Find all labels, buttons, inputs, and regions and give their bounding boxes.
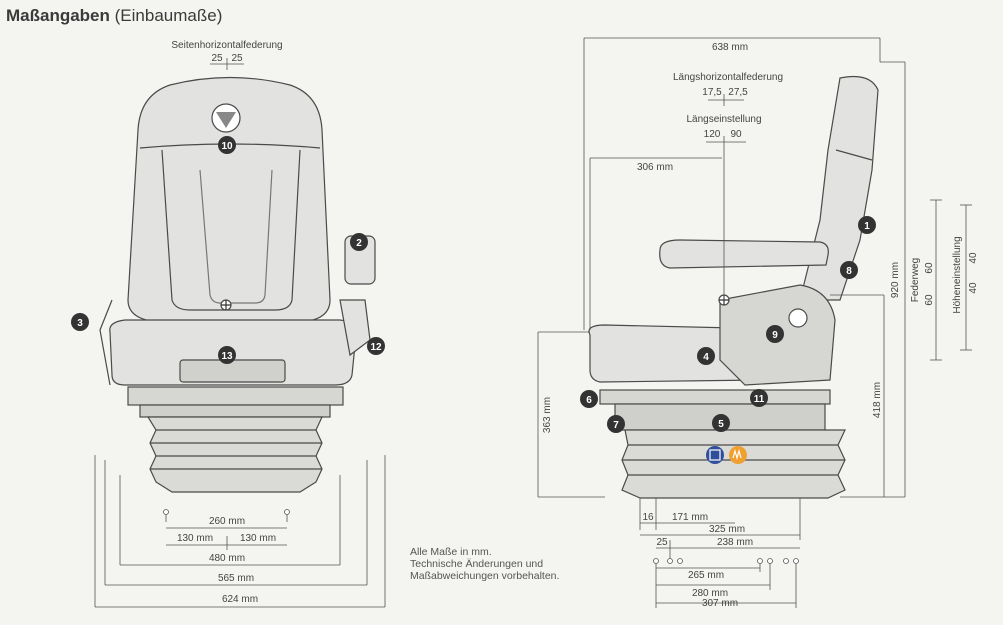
dim-260: 260 mm <box>209 516 245 527</box>
dim-624: 624 mm <box>222 594 258 605</box>
dim-638: 638 mm <box>712 42 748 53</box>
badge-11: 11 <box>750 389 768 407</box>
side-bolt-points <box>163 509 799 564</box>
badge-4: 4 <box>697 347 715 365</box>
badge-2-label: 2 <box>356 238 362 249</box>
label-laengseinstellung: Längseinstellung <box>686 114 761 125</box>
disclaimer-note: Alle Maße in mm. Technische Änderungen u… <box>410 546 559 582</box>
badge-3: 3 <box>71 313 89 331</box>
badge-5-label: 5 <box>718 419 724 430</box>
badge-7-label: 7 <box>613 420 619 431</box>
callout-badges: 10 2 3 12 13 1 8 9 4 6 11 7 5 <box>71 136 876 433</box>
dim-171: 171 mm <box>672 512 708 523</box>
dim-130-left: 130 mm <box>177 533 213 544</box>
badge-10-label: 10 <box>221 141 233 152</box>
badge-8: 8 <box>840 261 858 279</box>
label-hoeheneinstellung: Höheneinstellung <box>952 236 963 313</box>
badge-5: 5 <box>712 414 730 432</box>
badge-10: 10 <box>218 136 236 154</box>
badge-9: 9 <box>766 325 784 343</box>
front-view-seat <box>99 76 376 493</box>
badge-12: 12 <box>367 337 385 355</box>
badge-1: 1 <box>858 216 876 234</box>
dim-130-right: 130 mm <box>240 533 276 544</box>
label-federweg-b: 60 <box>924 294 935 306</box>
label-hoehen-a: 40 <box>968 252 979 264</box>
side-dimensions <box>537 37 972 608</box>
badge-7: 7 <box>607 415 625 433</box>
title-sub: (Einbaumaße) <box>114 6 223 25</box>
label-seitenhorizontal: Seitenhorizontalfederung <box>171 40 282 51</box>
dim-363: 363 mm <box>542 397 553 433</box>
dim-280: 280 mm <box>692 588 728 599</box>
badge-11-label: 11 <box>754 394 765 405</box>
note-line-1: Alle Maße in mm. <box>410 546 492 558</box>
dim-306: 306 mm <box>637 162 673 173</box>
badge-2: 2 <box>350 233 368 251</box>
air-suspension-icon <box>706 446 724 464</box>
note-line-3: Maßabweichungen vorbehalten. <box>410 570 560 582</box>
front-dimensions <box>94 58 386 608</box>
badge-1-label: 1 <box>864 221 870 232</box>
badge-8-label: 8 <box>846 266 852 277</box>
badge-13-label: 13 <box>221 351 233 362</box>
dim-920: 920 mm <box>890 262 901 298</box>
label-federweg-a: 60 <box>924 262 935 274</box>
dim-480: 480 mm <box>209 553 245 564</box>
label-laengshorizontal: Längshorizontalfederung <box>673 72 783 83</box>
dim-265: 265 mm <box>688 570 724 581</box>
dim-565: 565 mm <box>218 573 254 584</box>
note-line-2: Technische Änderungen und <box>410 558 544 570</box>
badge-3-label: 3 <box>77 318 83 329</box>
label-seitenhorizontal-left: 25 <box>211 53 223 64</box>
dim-418: 418 mm <box>872 382 883 418</box>
label-federweg: Federweg <box>910 258 921 302</box>
label-laengshorizontal-left: 17,5 <box>702 87 722 98</box>
badge-12-label: 12 <box>370 342 382 353</box>
label-laengshorizontal-right: 27,5 <box>728 87 748 98</box>
dim-307: 307 mm <box>702 598 738 609</box>
label-seitenhorizontal-right: 25 <box>231 53 243 64</box>
label-laengseinstellung-right: 90 <box>730 129 742 140</box>
dim-325: 325 mm <box>709 524 745 535</box>
dim-25: 25 <box>656 537 668 548</box>
badge-6: 6 <box>580 390 598 408</box>
badge-6-label: 6 <box>586 395 592 406</box>
page-title: Maßangaben (Einbaumaße) <box>6 6 222 26</box>
label-laengseinstellung-left: 120 <box>704 129 721 140</box>
dim-16: 16 <box>642 512 654 523</box>
badge-4-label: 4 <box>703 352 709 363</box>
badge-9-label: 9 <box>772 330 778 341</box>
title-bold: Maßangaben <box>6 6 110 25</box>
label-hoehen-b: 40 <box>968 282 979 294</box>
side-bellow-icons <box>706 446 747 464</box>
badge-13: 13 <box>218 346 236 364</box>
dim-238: 238 mm <box>717 537 753 548</box>
